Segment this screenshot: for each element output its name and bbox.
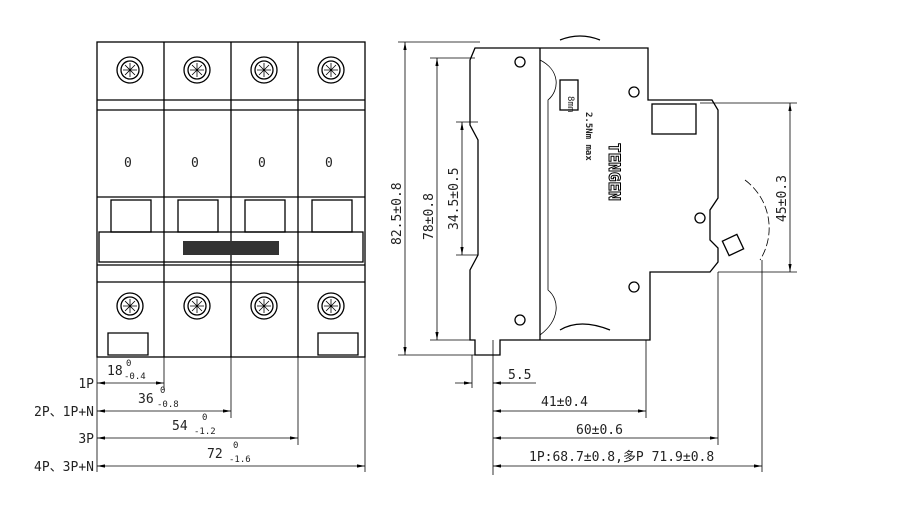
svg-text:41±0.4: 41±0.4 [541,395,588,410]
svg-text:-1.6: -1.6 [229,455,251,465]
svg-text:18: 18 [107,364,123,379]
svg-text:3P: 3P [78,432,94,447]
screw-icon [116,292,144,320]
screw-icon [250,56,278,84]
screw-icon [317,56,345,84]
front-view: 0 0 0 0 1P 18 0 -0.4 2P、1P+N 36 0 -0.8 3… [34,41,366,475]
handle-bar [98,231,364,263]
depth-dim-total: 1P:68.7±0.8,多P 71.9±0.8 [493,449,762,468]
svg-text:1P:68.7±0.8,多P 71.9±0.8: 1P:68.7±0.8,多P 71.9±0.8 [529,449,714,465]
handle-side [651,103,697,135]
screw-icon [116,56,144,84]
svg-text:82.5±0.8: 82.5±0.8 [390,182,405,245]
height-dim-82-5: 82.5±0.8 [390,42,407,355]
svg-text:-1.2: -1.2 [194,427,216,437]
pole-mark: 0 [258,156,266,171]
height-dim-45: 45±0.3 [775,103,792,272]
wire-strip-icon [559,79,579,111]
svg-text:0: 0 [202,413,207,423]
torque-label: 2.5Nm max [583,112,593,161]
brand-logo: TENGEN [605,143,624,201]
screw-icon [183,56,211,84]
strip-length-label: 8mm [565,96,575,112]
svg-text:54: 54 [172,419,188,434]
width-dim-4p: 4P、3P+N 72 0 -1.6 [34,441,365,475]
width-dim-3p: 3P 54 0 -1.2 [78,413,298,447]
side-body-outline [469,47,719,356]
depth-dim-60: 60±0.6 [493,423,718,440]
depth-dim-5-5: 5.5 [455,368,536,385]
screw-icon [183,292,211,320]
width-dim-2p: 2P、1P+N 36 0 -0.8 [34,386,231,420]
width-dim-1p: 1P 18 0 -0.4 [78,359,164,392]
terminal-clips [107,332,359,356]
screw-icon [250,292,278,320]
svg-text:2P、1P+N: 2P、1P+N [34,405,94,420]
svg-text:-0.8: -0.8 [157,400,179,410]
svg-text:72: 72 [207,447,223,462]
svg-text:1P: 1P [78,377,94,392]
pole-mark: 0 [124,156,132,171]
toggle-handles [110,199,353,233]
svg-text:4P、3P+N: 4P、3P+N [34,460,94,475]
screw-icon [317,292,345,320]
depth-dim-41: 41±0.4 [493,395,646,413]
svg-text:34.5±0.5: 34.5±0.5 [447,167,462,230]
svg-text:0: 0 [126,359,131,369]
height-dim-34-5: 34.5±0.5 [447,122,464,255]
svg-text:5.5: 5.5 [508,368,531,383]
svg-text:0: 0 [233,441,238,451]
svg-text:36: 36 [138,392,154,407]
handle-tie [183,241,279,255]
height-dim-78: 78±0.8 [422,58,439,340]
pole-mark: 0 [325,156,333,171]
side-view: 8mm 2.5Nm max TENGEN 82.5±0.8 78±0.8 34.… [390,35,797,475]
svg-text:-0.4: -0.4 [124,372,146,382]
svg-text:0: 0 [160,386,165,396]
svg-text:45±0.3: 45±0.3 [775,175,790,222]
pole-mark: 0 [191,156,199,171]
svg-text:78±0.8: 78±0.8 [422,193,437,240]
svg-text:60±0.6: 60±0.6 [576,423,623,438]
